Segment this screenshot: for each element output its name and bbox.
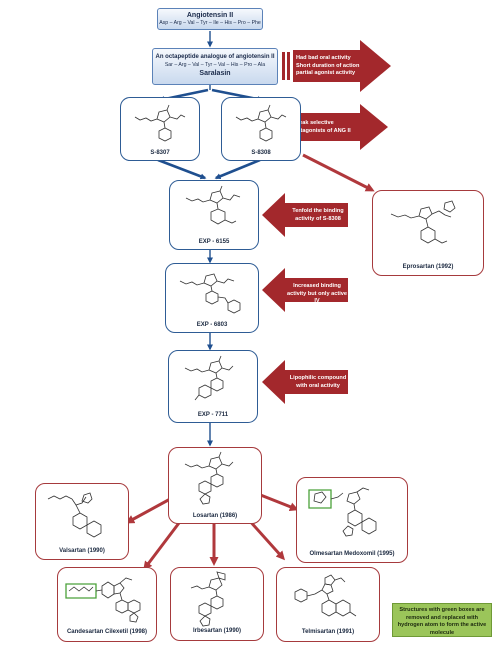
angiotensin-title: Angiotensin II	[186, 12, 234, 19]
saralasin-sequence: Sar – Arg – Val – Tyr – Val – His – Pro …	[164, 62, 266, 68]
label-losartan: Losartan (1986)	[192, 513, 238, 519]
label-exp6803: EXP - 6803	[196, 322, 228, 328]
note-short-duration: Short duration of action	[296, 62, 360, 69]
compound-olmesartan: Olmesartan Medoxomil (1995)	[296, 477, 408, 563]
label-eprosartan: Eprosartan (1992)	[402, 264, 454, 270]
angiotensin-box: Angiotensin II Asp – Arg – Val – Tyr – I…	[157, 8, 263, 30]
label-irbesartan: Irbesartan (1990)	[192, 628, 242, 634]
label-exp6155: EXP - 6155	[198, 239, 230, 245]
compound-valsartan: Valsartan (1990)	[35, 483, 129, 560]
saralasin-notes: Had bad oral activity Short duration of …	[296, 55, 362, 78]
increased-note-arrow	[262, 268, 348, 312]
arrow-losartan-to-olmesartan	[257, 492, 299, 511]
arrow-losartan-to-valsartan	[125, 496, 173, 524]
saralasin-box: An octapeptide analogue of angiotensin I…	[152, 48, 278, 85]
label-valsartan: Valsartan (1990)	[59, 548, 105, 554]
label-telmisartan: Telmisartan (1991)	[301, 629, 355, 635]
compound-telmisartan: Telmisartan (1991)	[276, 567, 380, 642]
legend-green-note: Structures with green boxes are removed …	[392, 603, 492, 637]
label-candesartan: Candesartan Cilexetil (1998)	[66, 629, 148, 635]
angiotensin-sequence: Asp – Arg – Val – Tyr – Ile – His – Pro …	[159, 20, 261, 26]
compound-irbesartan: Irbesartan (1990)	[170, 567, 264, 641]
note-weak-antagonists: Weak selective antagonists of ANG II	[294, 120, 351, 134]
note-increased-binding: Increased binding activity but only acti…	[287, 283, 347, 305]
structure-exp6803	[178, 269, 248, 319]
structure-olmesartan	[305, 482, 401, 548]
structure-eprosartan	[381, 197, 477, 259]
compound-losartan: Losartan (1986)	[168, 447, 262, 524]
arrow-losartan-to-telmisartan	[246, 517, 286, 561]
note-partial-agonist: partial agonist activity	[296, 70, 356, 77]
compound-exp6155: EXP - 6155	[169, 180, 259, 250]
compound-candesartan: Candesartan Cilexetil (1998)	[57, 567, 157, 642]
structure-losartan	[179, 452, 253, 508]
compound-exp7711: EXP - 7711	[168, 350, 258, 423]
structure-exp7711	[181, 356, 247, 408]
arrow-s8308-to-exp6155	[214, 158, 261, 180]
note-tenfold: Tenfold the binding activity of S-8308	[292, 208, 344, 222]
note-bad-oral: Had bad oral activity	[296, 55, 351, 61]
tenfold-note-arrow	[262, 193, 348, 237]
structure-irbesartan	[181, 572, 255, 626]
saralasin-name: Saralasin	[199, 70, 231, 77]
label-exp7711: EXP - 7711	[197, 412, 229, 418]
structure-s8307	[131, 104, 191, 148]
label-s8308: S-8308	[251, 150, 271, 156]
arrow-s8307-to-exp6155	[157, 158, 207, 180]
label-olmesartan: Olmesartan Medoxomil (1995)	[309, 551, 395, 557]
structure-exp6155	[182, 186, 248, 236]
lipophilic-note-arrow	[262, 360, 348, 404]
structure-candesartan	[62, 572, 154, 626]
structure-valsartan	[44, 489, 122, 545]
compound-exp6803: EXP - 6803	[165, 263, 259, 333]
arrow-s8308-to-eprosartan	[302, 153, 375, 192]
compound-s8307: S-8307	[120, 97, 200, 161]
structure-s8308	[232, 104, 292, 148]
saralasin-title: An octapeptide analogue of angiotensin I…	[155, 54, 275, 60]
compound-s8308: S-8308	[221, 97, 301, 161]
saralasin-note-arrow	[282, 40, 391, 92]
structure-telmisartan	[285, 572, 375, 626]
label-s8307: S-8307	[150, 150, 170, 156]
arrow-losartan-to-candesartan	[143, 518, 184, 571]
compound-eprosartan: Eprosartan (1992)	[372, 190, 484, 276]
green-box-candesartan	[66, 584, 96, 598]
note-lipophilic: Lipophilic compound with oral activity	[289, 375, 347, 389]
